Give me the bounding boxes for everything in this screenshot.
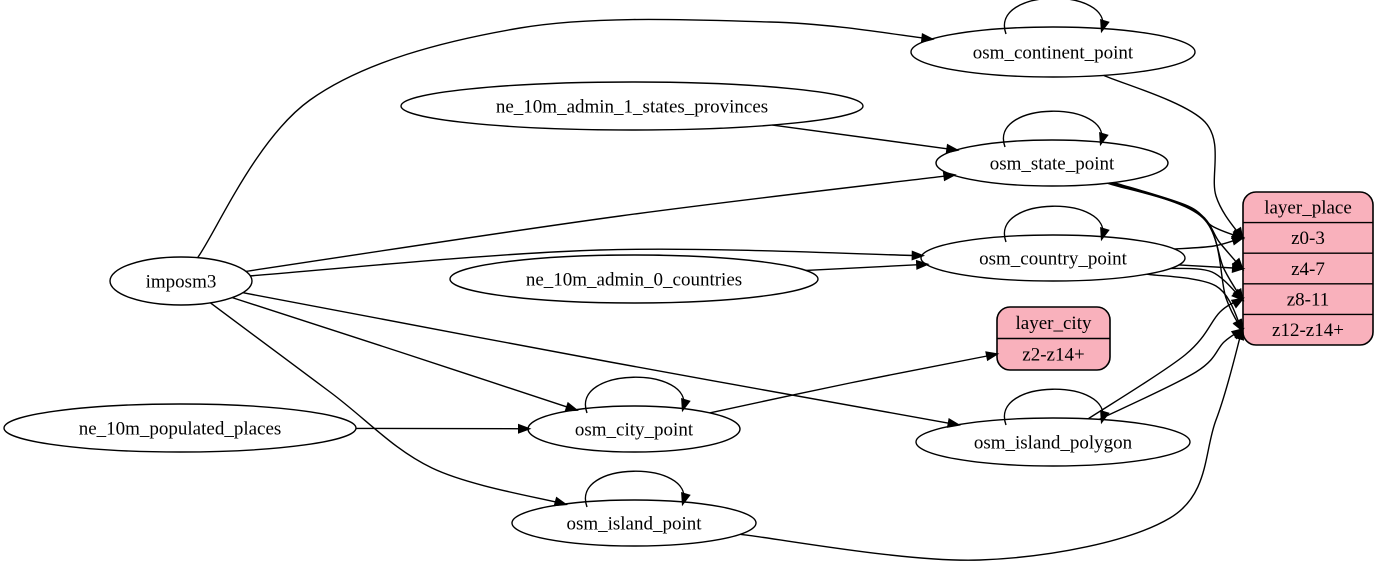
- self-loop-osm_state_point: [1002, 110, 1103, 148]
- self-loop-osm_country_point: [1003, 205, 1104, 243]
- arrowhead-edge-osm_island_polygon-layer_place-z8-11: [1230, 297, 1245, 309]
- self-loop-osm_island_polygon: [1003, 388, 1104, 426]
- arrowhead-edge-ne_10m_admin_0_countries-osm_country_point: [915, 259, 930, 270]
- table-node-ne_10m_admin_0_countries: [449, 254, 819, 304]
- arrowhead-edge-imposm3-osm_state_point: [942, 171, 957, 182]
- record-title-layer_city: layer_city: [1016, 313, 1092, 334]
- edge-osm_state_point-layer_place-z12-z14+: [1107, 182, 1243, 331]
- arrowhead-edge-ne_10m_admin_1_states_provinces-osm_state_point: [945, 143, 960, 154]
- arrowhead-edge-imposm3-osm_island_polygon: [946, 418, 961, 428]
- edge-osm_country_point-layer_place-z12-z14+: [1146, 273, 1243, 331]
- table-node-label-osm_state_point: osm_state_point: [990, 153, 1115, 174]
- arrowhead-edge-osm_country_point-layer_place-z4-7: [1231, 262, 1246, 273]
- edge-osm_continent_point-layer_place-z0-3: [1103, 74, 1243, 239]
- record-row-layer_city-z2-z14+: z2-z14+: [1022, 345, 1084, 366]
- self-loop-osm_continent_point: [1003, 0, 1104, 35]
- edge-imposm3-osm_island_point: [209, 302, 565, 505]
- table-node-label-osm_continent_point: osm_continent_point: [973, 42, 1134, 63]
- edge-ne_10m_admin_1_states_provinces-osm_state_point: [772, 124, 957, 151]
- edge-osm_city_point-layer_city-z2-z14+: [709, 353, 997, 414]
- arrowhead-edge-ne_10m_populated_places-osm_city_point: [517, 423, 532, 434]
- table-node-label-ne_10m_admin_0_countries: ne_10m_admin_0_countries: [526, 269, 742, 290]
- edge-ne_10m_admin_0_countries-osm_country_point: [805, 263, 927, 272]
- arrowhead-edge-imposm3-osm_continent_point: [920, 33, 935, 44]
- edge-imposm3-osm_continent_point: [197, 18, 932, 259]
- record-row-layer_place-z12-z14+: z12-z14+: [1272, 320, 1344, 341]
- edge-imposm3-osm_country_point: [250, 248, 922, 277]
- table-node-label-osm_island_polygon: osm_island_polygon: [974, 432, 1133, 453]
- arrowhead-edge-imposm3-osm_country_point: [911, 250, 926, 261]
- table-node-label-osm_island_point: osm_island_point: [566, 513, 702, 534]
- table-node-label-ne_10m_populated_places: ne_10m_populated_places: [79, 418, 282, 439]
- table-node-label-ne_10m_admin_1_states_provinces: ne_10m_admin_1_states_provinces: [496, 96, 768, 117]
- edge-osm_island_polygon-layer_place-z8-11: [1087, 298, 1243, 420]
- table-node-ne_10m_admin_1_states_provinces: [400, 81, 864, 131]
- edge-imposm3-osm_island_polygon: [242, 292, 958, 426]
- table-node-osm_state_point: [935, 139, 1169, 187]
- table-node-osm_island_point: [511, 499, 757, 547]
- arrowhead-edge-osm_island_point-layer_place-z12-z14+: [1234, 326, 1245, 341]
- arrowhead-edge-imposm3-osm_island_point: [553, 496, 568, 507]
- arrowhead-edge-osm_country_point-layer_place-z12-z14+: [1232, 318, 1244, 333]
- table-node-imposm3: [109, 256, 253, 306]
- arrowhead-self-loop-osm_continent_point: [1100, 18, 1110, 34]
- self-loop-osm_city_point: [584, 376, 685, 414]
- record-title-layer_place: layer_place: [1264, 198, 1352, 219]
- record-row-layer_place-z8-11: z8-11: [1287, 289, 1330, 310]
- table-node-label-osm_city_point: osm_city_point: [575, 419, 694, 440]
- table-node-osm_country_point: [920, 234, 1186, 282]
- table-node-osm_island_polygon: [915, 417, 1191, 467]
- arrowhead-self-loop-osm_state_point: [1099, 131, 1109, 147]
- edge-osm_island_point-layer_place-z12-z14+: [740, 329, 1243, 561]
- arrowhead-self-loop-osm_island_polygon: [1100, 409, 1110, 425]
- arrowhead-self-loop-osm_city_point: [681, 397, 691, 413]
- arrowhead-edge-osm_city_point-layer_city-z2-z14+: [985, 351, 1000, 362]
- record-row-layer_place-z4-7: z4-7: [1291, 259, 1325, 280]
- edge-imposm3-osm_city_point: [232, 296, 576, 411]
- edge-osm_country_point-layer_place-z4-7: [1178, 264, 1243, 270]
- table-node-label-osm_country_point: osm_country_point: [979, 248, 1127, 269]
- self-loop-osm_island_point: [584, 470, 685, 508]
- edge-imposm3-osm_state_point: [245, 174, 954, 273]
- record-row-layer_place-z0-3: z0-3: [1291, 228, 1325, 249]
- arrowhead-edge-imposm3-osm_city_point: [564, 401, 579, 412]
- table-node-label-imposm3: imposm3: [146, 271, 217, 292]
- table-node-osm_continent_point: [910, 26, 1196, 78]
- arrowhead-edge-osm_country_point-layer_place-z8-11: [1231, 288, 1245, 302]
- arrowhead-self-loop-osm_island_point: [681, 491, 691, 507]
- arrowhead-self-loop-osm_country_point: [1100, 226, 1110, 242]
- arrowhead-edge-osm_country_point-layer_place-z0-3: [1230, 235, 1246, 246]
